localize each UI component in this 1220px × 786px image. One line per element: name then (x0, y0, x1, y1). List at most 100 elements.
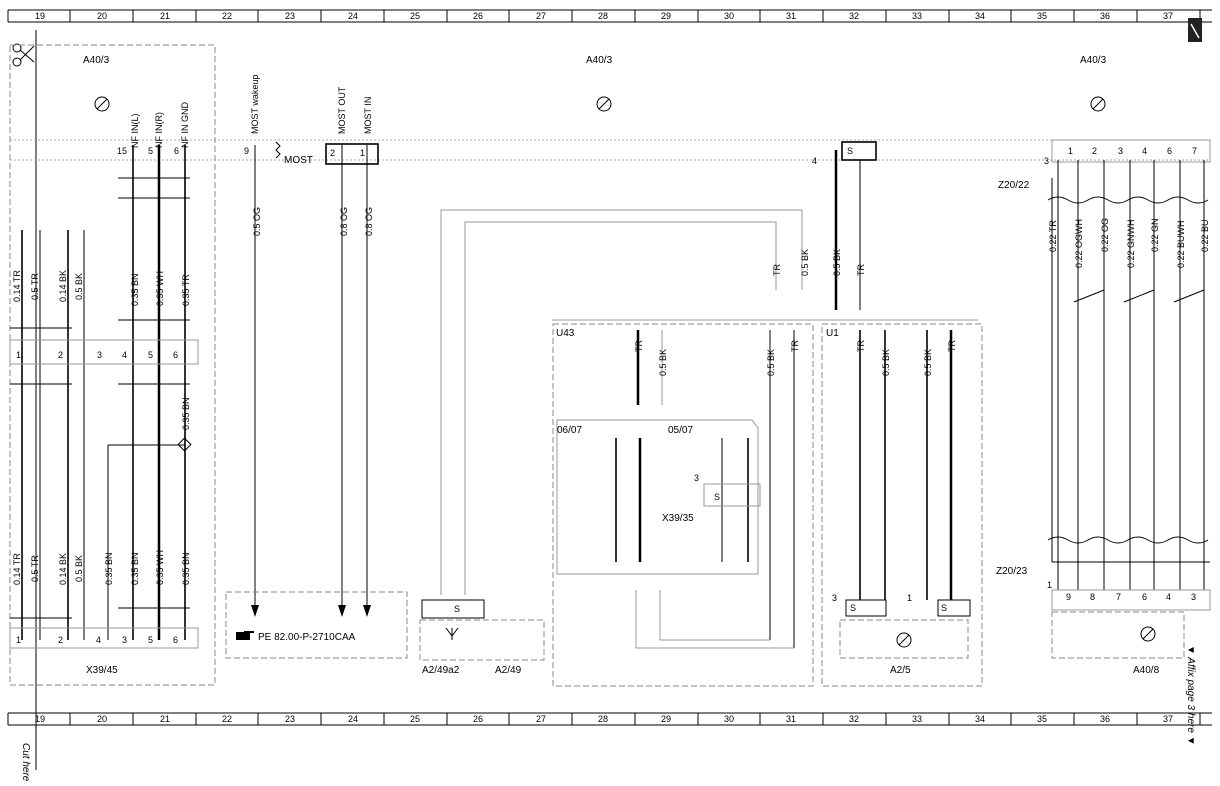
u43-label-tr-right: TR (790, 340, 800, 352)
arrow-down-3 (363, 605, 371, 617)
a2-5-frame (839, 619, 969, 659)
x39-35-label: X39/35 (662, 513, 694, 524)
shield-top (118, 177, 190, 199)
z20-23-label: Z20/23 (996, 566, 1028, 577)
u43-label-bk: 0.5 BK (658, 349, 668, 376)
grid-col-21-bottom: 21 (160, 714, 170, 724)
pin-2-mid: 2 (58, 350, 63, 360)
label-05-bk-low: 0.5 BK (74, 555, 84, 582)
pin-2-z22: 2 (1092, 146, 1097, 156)
shield-marks (118, 319, 190, 609)
antenna-icon (445, 627, 459, 640)
grid-col-31: 31 (786, 11, 796, 21)
signal-nf-in-l: NF IN(L) (130, 114, 140, 149)
bottom-grid-ruler (7, 712, 1212, 726)
grid-col-37-bottom: 37 (1163, 714, 1173, 724)
signal-nf-in-r: NF IN(R) (154, 112, 164, 148)
variant-frame (556, 419, 759, 575)
label-tr-a: TR (772, 264, 782, 276)
label-035-bn-low1: 0.35 BN (104, 552, 114, 585)
grid-col-36: 36 (1100, 11, 1110, 21)
pin-3-a2-5: 3 (832, 593, 837, 603)
grid-col-26: 26 (473, 11, 483, 21)
a2-49-frame (419, 619, 545, 661)
signal-most-in: MOST IN (363, 97, 373, 134)
signal-most-wakeup: MOST wakeup (250, 75, 260, 134)
pin-3-a40-8: 3 (1191, 592, 1196, 602)
twisted-pair-marks (1073, 289, 1205, 303)
label-014-tr-low: 0.14 TR (12, 553, 22, 585)
grid-col-21: 21 (160, 11, 170, 21)
pin-2-bot: 2 (58, 635, 63, 645)
a2-49-label: A2/49 (495, 665, 522, 676)
pin-1-z22: 1 (1068, 146, 1073, 156)
grid-col-32: 32 (849, 11, 859, 21)
grid-col-34: 34 (975, 11, 985, 21)
pin-1-mid: 1 (16, 350, 21, 360)
s-connector-top (841, 141, 877, 161)
pin-s-a2-5-2: S (941, 603, 947, 613)
x39-45-label: X39/45 (86, 665, 118, 676)
ground-symbol-icon-a40-8 (1140, 626, 1156, 642)
label-022-gnwh: 0.22 GNWH (1126, 219, 1136, 268)
pin-5-bot: 5 (148, 635, 153, 645)
grid-col-32-bottom: 32 (849, 714, 859, 724)
u1-frame (821, 323, 983, 687)
signal-nf-in-gnd: NF IN GND (180, 102, 190, 148)
pin-3-z22: 3 (1118, 146, 1123, 156)
grid-col-29-bottom: 29 (661, 714, 671, 724)
grid-col-20: 20 (97, 11, 107, 21)
a2-5-label: A2/5 (890, 665, 911, 676)
a40-8-frame (1051, 611, 1185, 659)
label-022-gn: 0.22 GN (1150, 218, 1160, 252)
a2-49a2-connector (421, 599, 485, 619)
label-05-bk-b: 0.5 BK (832, 249, 842, 276)
ver-0507-label: 05/07 (668, 425, 693, 436)
pin-3-x39-35: 3 (694, 473, 699, 483)
grid-col-34-bottom: 34 (975, 714, 985, 724)
grid-col-24-bottom: 24 (348, 714, 358, 724)
grid-col-20-bottom: 20 (97, 714, 107, 724)
label-014-bk: 0.14 BK (58, 270, 68, 302)
pin-4-mid: 4 (122, 350, 127, 360)
pin-9-a40-8: 9 (1066, 592, 1071, 602)
grid-col-25-bottom: 25 (410, 714, 420, 724)
page-corner-icon (1188, 18, 1202, 42)
pin-4-bot: 4 (96, 635, 101, 645)
pin-1-most: 1 (360, 148, 365, 158)
a40-3-right-label: A40/3 (1080, 55, 1107, 66)
reference-hand-icon (236, 631, 254, 640)
grid-col-35-bottom: 35 (1037, 714, 1047, 724)
pin-7-a40-8: 7 (1116, 592, 1121, 602)
pin-15: 15 (117, 146, 127, 156)
grid-col-19-bottom: 19 (35, 714, 45, 724)
arrow-down-1 (251, 605, 259, 617)
most-wakeup-coil (275, 141, 281, 159)
pin-5-mid: 5 (148, 350, 153, 360)
a40-3-mid-label: A40/3 (586, 55, 613, 66)
grid-col-27-bottom: 27 (536, 714, 546, 724)
label-035-bn-2: 0.35 BN (181, 397, 191, 430)
ref-frame (225, 591, 408, 659)
a2-5-connector-1 (845, 599, 887, 617)
label-05-tr-low: 0.5 TR (30, 555, 40, 582)
z20-22-label: Z20/22 (998, 180, 1030, 191)
pin-6-bot: 6 (173, 635, 178, 645)
pin-3-bot: 3 (122, 635, 127, 645)
pin-6-mid: 6 (173, 350, 178, 360)
pin-1-bot: 1 (16, 635, 21, 645)
label-022-og: 0.22 OG (1100, 218, 1110, 252)
most-connector (325, 143, 379, 165)
a40-3-left-label: A40/3 (83, 55, 110, 66)
pin-5: 5 (148, 146, 153, 156)
label-05-bk-a: 0.5 BK (800, 249, 810, 276)
pin-s-a2-5-1: S (850, 603, 856, 613)
label-05-bk: 0.5 BK (74, 273, 84, 300)
grid-col-19: 19 (35, 11, 45, 21)
grid-col-29: 29 (661, 11, 671, 21)
x39-35-connector (703, 483, 761, 507)
ground-symbol-icon (94, 96, 110, 112)
label-014-tr: 0.14 TR (12, 270, 22, 302)
pin-1-z23-left: 1 (1047, 580, 1052, 590)
ground-symbol-icon-mid (596, 96, 612, 112)
